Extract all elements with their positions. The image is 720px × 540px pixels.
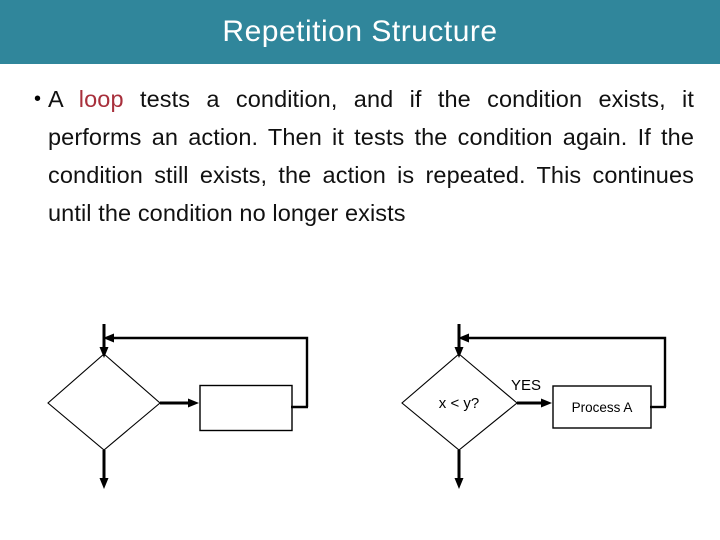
page-title: Repetition Structure xyxy=(222,15,498,48)
bullet-point-icon: • xyxy=(34,88,42,110)
right-branch-label: YES xyxy=(511,377,541,394)
left-decision-diamond xyxy=(47,353,161,451)
bullet-text-after: tests a condition, and if the condition … xyxy=(48,86,695,226)
left-yes-branch-arrow xyxy=(160,398,199,408)
keyword-loop: loop xyxy=(78,86,124,112)
body-content: • A loop tests a condition, and if the c… xyxy=(26,80,694,232)
right-entry-arrow xyxy=(454,324,464,358)
right-process-label: Process A xyxy=(572,400,633,415)
bullet-list-item: • A loop tests a condition, and if the c… xyxy=(26,80,694,232)
flowchart-illustration-area: x < y? YES Process A xyxy=(0,300,720,540)
right-flowchart: x < y? YES Process A xyxy=(401,324,667,489)
right-yes-branch-arrow xyxy=(517,398,552,408)
bullet-text-before: A xyxy=(48,86,79,112)
left-loopback-arrow xyxy=(103,333,309,407)
bullet-item-text: A loop tests a condition, and if the con… xyxy=(48,80,694,232)
right-loopback-arrow xyxy=(458,333,667,407)
slide-title-banner: Repetition Structure xyxy=(0,0,720,64)
left-exit-arrow xyxy=(99,450,109,489)
left-flowchart xyxy=(47,324,309,489)
left-process-box xyxy=(199,384,293,432)
left-entry-arrow xyxy=(99,324,109,358)
right-exit-arrow xyxy=(454,450,464,489)
right-decision-label: x < y? xyxy=(439,395,479,412)
